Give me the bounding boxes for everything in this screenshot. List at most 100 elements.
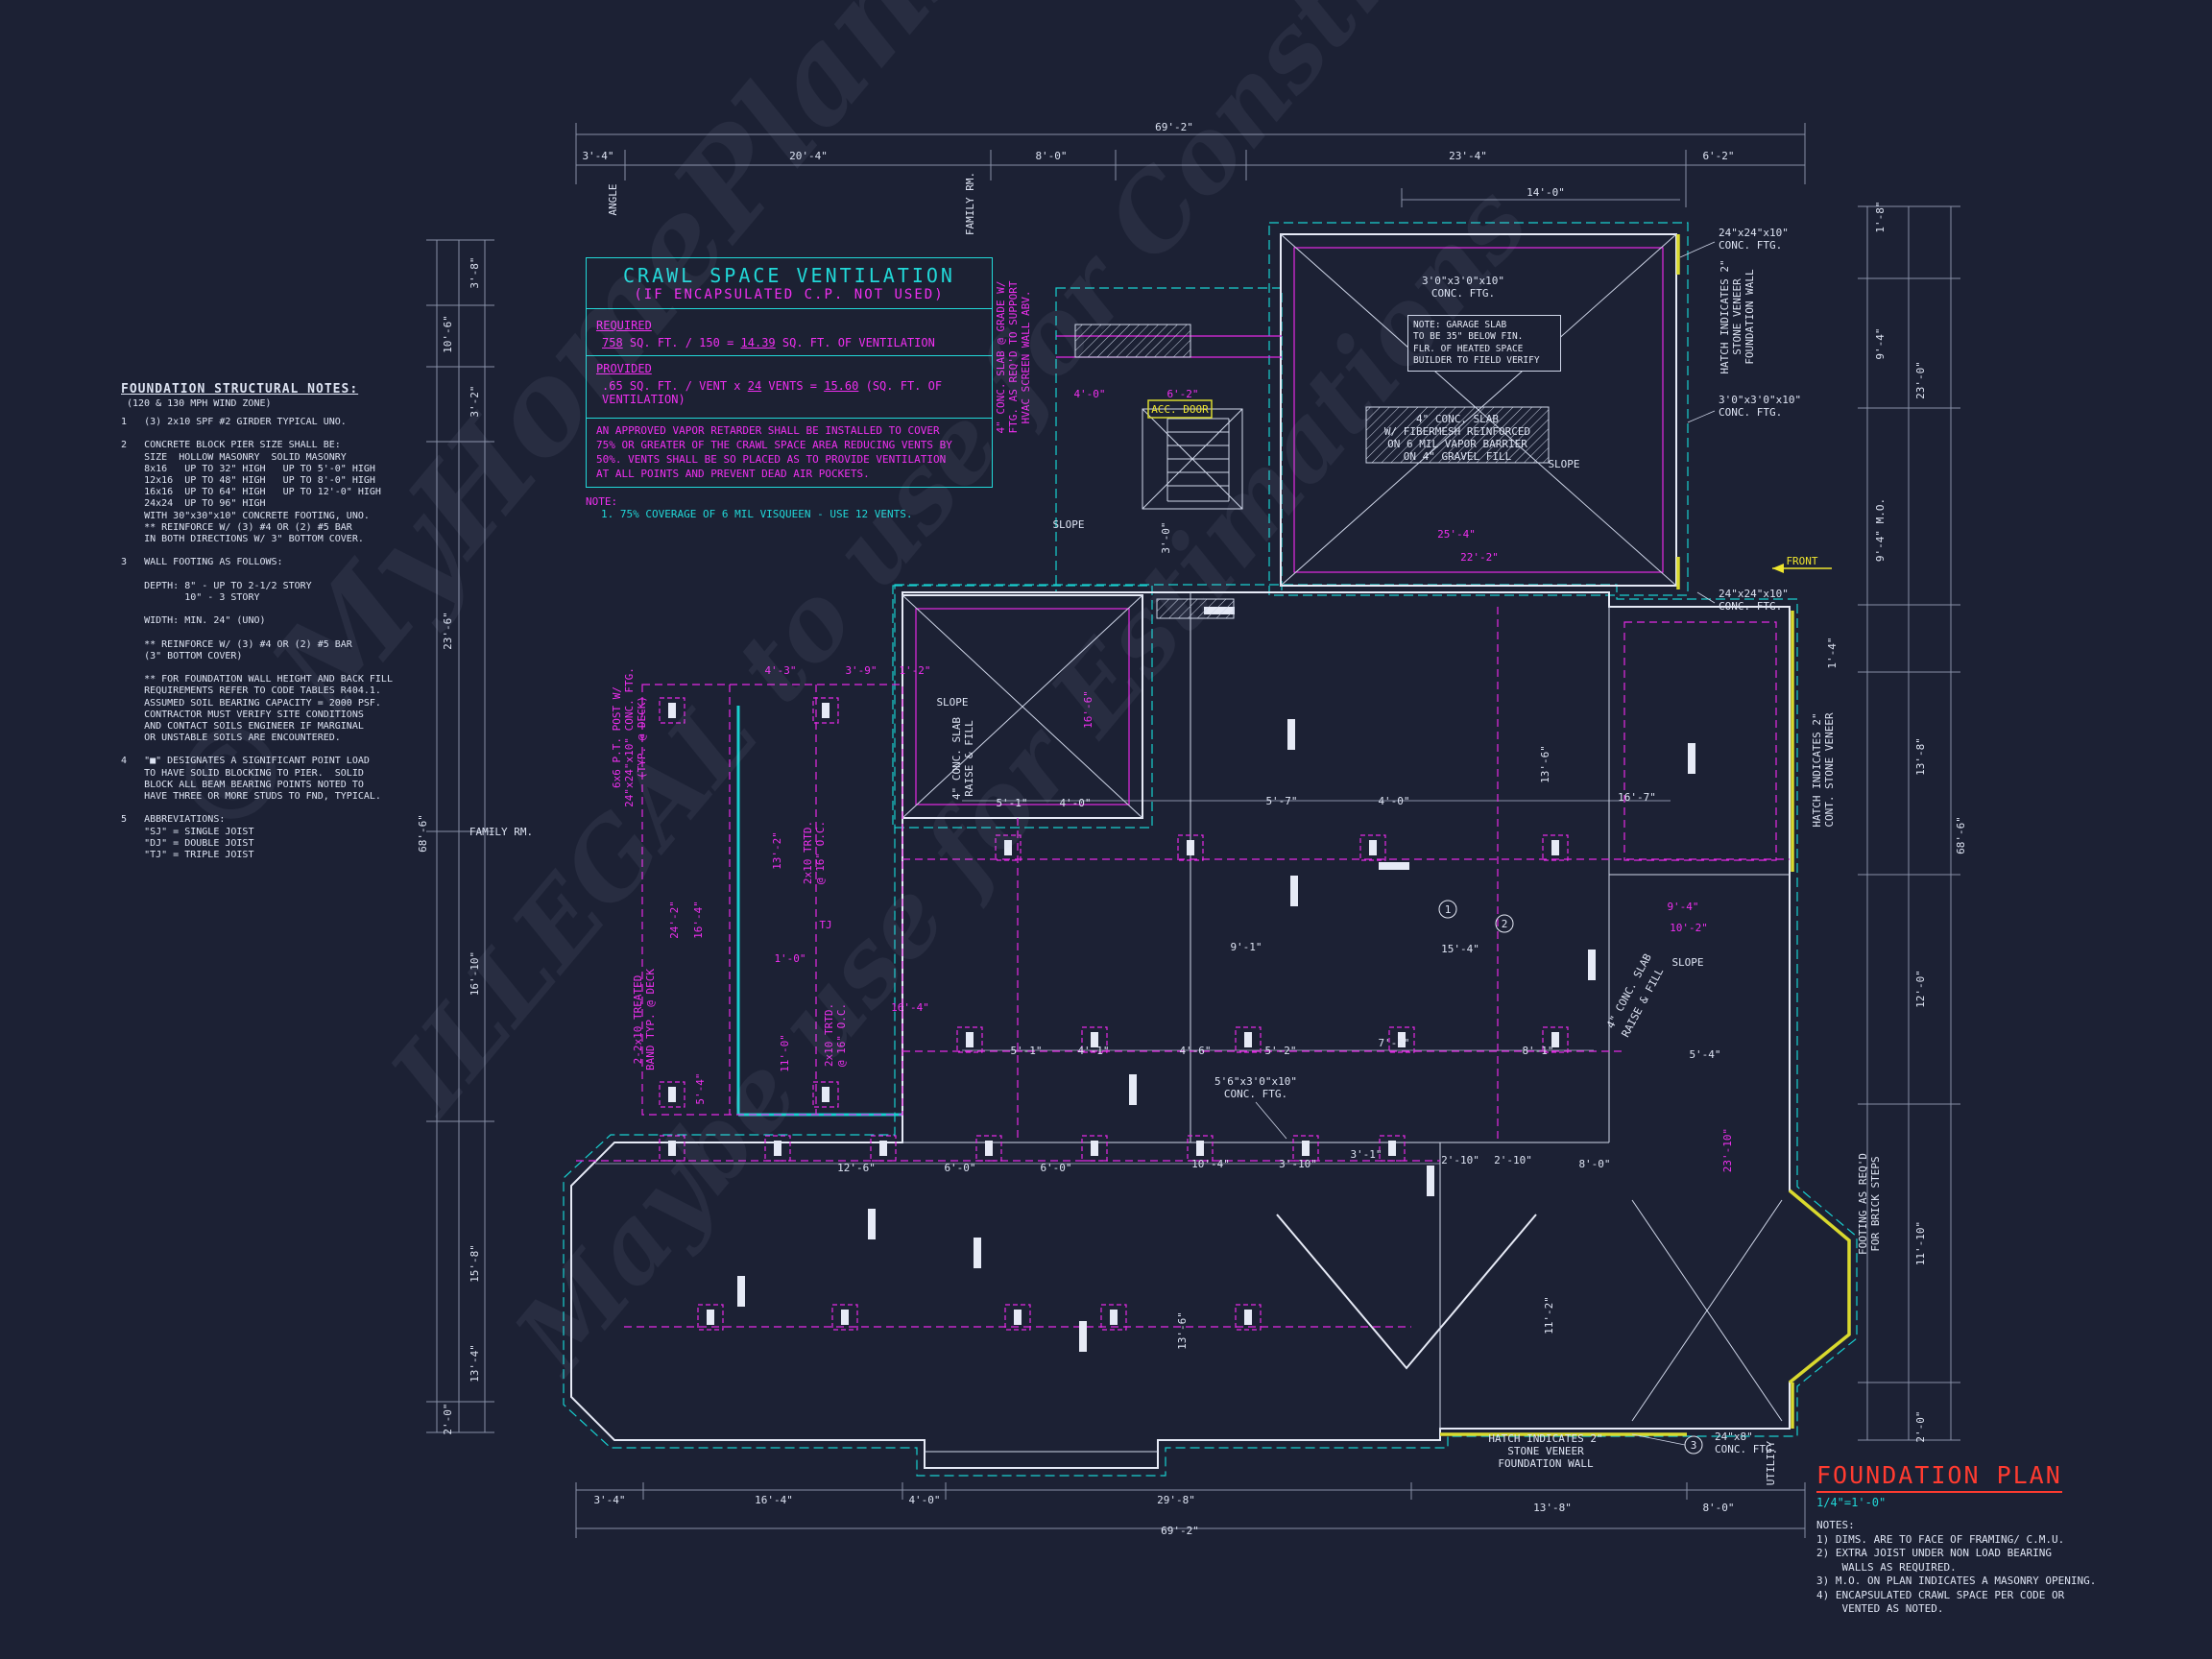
vent-title: CRAWL SPACE VENTILATION [623,264,955,287]
plan-label: 5'-4" [694,1072,707,1104]
notes-body: 1 (3) 2x10 SPF #2 GIRDER TYPICAL UNO. 2 … [121,417,393,860]
plan-label: 16'-7" [1618,791,1656,804]
stone-veneer-highlight [1440,234,1851,1436]
plan-label: 23'-6" [442,612,454,650]
plan-label: 4" CONC. SLAB [1416,413,1499,425]
plan-label: 9'-4" [1874,327,1887,359]
divider [587,355,992,356]
plan-label: 3'-2" [469,385,481,417]
plan-label: 24"x24"x10" [1719,227,1789,239]
required-area: 758 [602,336,623,349]
provided-pre: .65 SQ. FT. / VENT x [602,379,741,393]
plan-label: 15'-4" [1441,943,1479,955]
plan-label: 1'-8" [1874,201,1887,232]
plan-label: 3'0"x3'0"x10" [1719,394,1801,406]
plan-label: 5'-7" [1265,795,1297,807]
plan-label: ACC. DOOR [1151,403,1209,416]
crawl-space-ventilation-panel: CRAWL SPACE VENTILATION (IF ENCAPSULATED… [586,257,993,520]
required-line: 758 SQ. FT. / 150 = 14.39 SQ. FT. OF VEN… [602,336,982,349]
plan-label: FOUNDATION WALL [1498,1457,1594,1470]
provided-mid: VENTS = [768,379,817,393]
provided-suffix: (SQ. FT. OF VENTILATION) [602,379,943,406]
access-door-box [1147,399,1213,419]
plan-label: 24"x24"x10" CONC. FTG. [623,667,636,807]
plan-label: FOR BRICK STEPS [1869,1156,1882,1251]
plan-label: 16'-10" [469,951,481,996]
plan-label: 16'-4" [891,1001,929,1014]
required-label: REQUIRED [596,319,652,332]
plan-label: 12'-0" [1914,970,1927,1008]
plan-label: 2'-0" [1914,1410,1927,1442]
plan-label: 23'-0" [1914,361,1927,399]
plan-label: HVAC SCREEN WALL ABV. [1020,290,1032,423]
plan-label: SLOPE [1671,956,1703,969]
plan-label: 13'-6" [1539,745,1551,783]
plan-label: FAMILY RM. [964,172,976,235]
plan-label: 5'-2" [1264,1045,1296,1057]
plan-label: CONC. FTG. [1431,287,1495,300]
plan-label: 1'-2" [899,664,930,677]
plan-label: 1'-4" [1826,637,1839,668]
plan-label: 24'-2" [668,901,681,939]
plan-label: 2x10 TRTD. [802,821,814,884]
foundation-plan-title-block: FOUNDATION PLAN 1/4"=1'-0" NOTES: 1) DIM… [1816,1461,2162,1617]
pier-footings [659,697,1569,1331]
plan-label: 22'-2" [1460,551,1499,564]
required-result: 14.39 [740,336,776,349]
plan-label: 1'-0" [774,952,805,965]
plan-label: TJ [819,919,831,931]
plan-label: 2x10 TRTD. [823,1003,835,1067]
plan-label: HATCH INDICATES 2" [1488,1432,1602,1445]
provided-result: 15.60 [824,379,859,393]
plan-label: @ 16" O.C. [835,1003,848,1067]
plan-label: 23'-10" [1721,1128,1734,1172]
plan-label: 13'-6" [1176,1311,1189,1350]
plan-labels: 69'-2"3'-4"20'-4"8'-0"23'-4"6'-2"14'-0"A… [417,121,1967,1537]
plan-label: HATCH INDICATES 2" [1719,259,1731,373]
plan-label: CONC. FTG. [1715,1443,1778,1455]
plan-label: 9'-4" M.O. [1874,498,1887,562]
plan-label: 5'-1" [1010,1045,1042,1057]
plan-label: 16'-4" [692,901,705,939]
vent-note: NOTE: 1. 75% COVERAGE OF 6 MIL VISQUEEN … [586,495,993,520]
plan-label: FTG. AS REQ'D TO SUPPORT [1007,280,1020,433]
plan-label: 8'-0" [1702,1502,1734,1514]
keyed-note-circles [1438,900,1703,1455]
plan-label: FOUNDATION WALL [1743,269,1756,365]
solid-blocking-markers [737,607,1695,1352]
plan-label: 3'-4" [582,150,613,162]
plan-label: 5'-1" [996,797,1027,809]
notes-subtitle: (120 & 130 MPH WIND ZONE) [127,398,272,409]
sheet-scale: 1/4"=1'-0" [1816,1496,1887,1509]
plan-label: 6'-2" [1166,388,1198,400]
plan-label: 68'-6" [1955,816,1967,854]
required-formula: SQ. FT. / 150 = [629,336,734,349]
plan-label: FRONT [1786,555,1817,567]
plan-label: W/ FIBERMESH REINFORCED [1384,425,1530,438]
plan-label: 6'-0" [1040,1162,1071,1174]
slab-x-diagonals [902,233,1783,1422]
interior-walls [902,247,1790,1453]
plan-label: 25'-4" [1437,528,1476,541]
plan-label: CONC. FTG. [1719,239,1782,252]
sheet-notes: NOTES: 1) DIMS. ARE TO FACE OF FRAMING/ … [1816,1519,2097,1616]
plan-label: @ 16" O.C. [814,821,827,884]
plan-label: 3'0"x3'0"x10" [1422,275,1504,287]
plan-label: 4'-6" [1179,1045,1211,1057]
garage-note-text: NOTE: GARAGE SLAB TO BE 35" BELOW FIN. F… [1413,320,1540,367]
plan-label: 2'-0" [442,1403,454,1434]
plan-label: 3'-1" [1350,1148,1382,1161]
plan-label: 3'-8" [469,256,481,288]
plan-label: 10'-2" [1670,922,1708,934]
plan-label: 4'-3" [764,664,796,677]
hatched-note-boxes [1074,324,1550,619]
plan-label: ANGLE [607,183,619,215]
plan-label: 2 [1502,918,1508,930]
plan-label: BAND TYP. @ DECK [644,969,657,1070]
plan-label: 15'-8" [469,1244,481,1283]
plan-label: UTILITY [1765,1440,1777,1485]
plan-label: 13'-2" [771,831,783,870]
plan-label: 10'-6" [442,315,454,353]
plan-label: ON 4" GRAVEL FILL [1404,450,1512,463]
